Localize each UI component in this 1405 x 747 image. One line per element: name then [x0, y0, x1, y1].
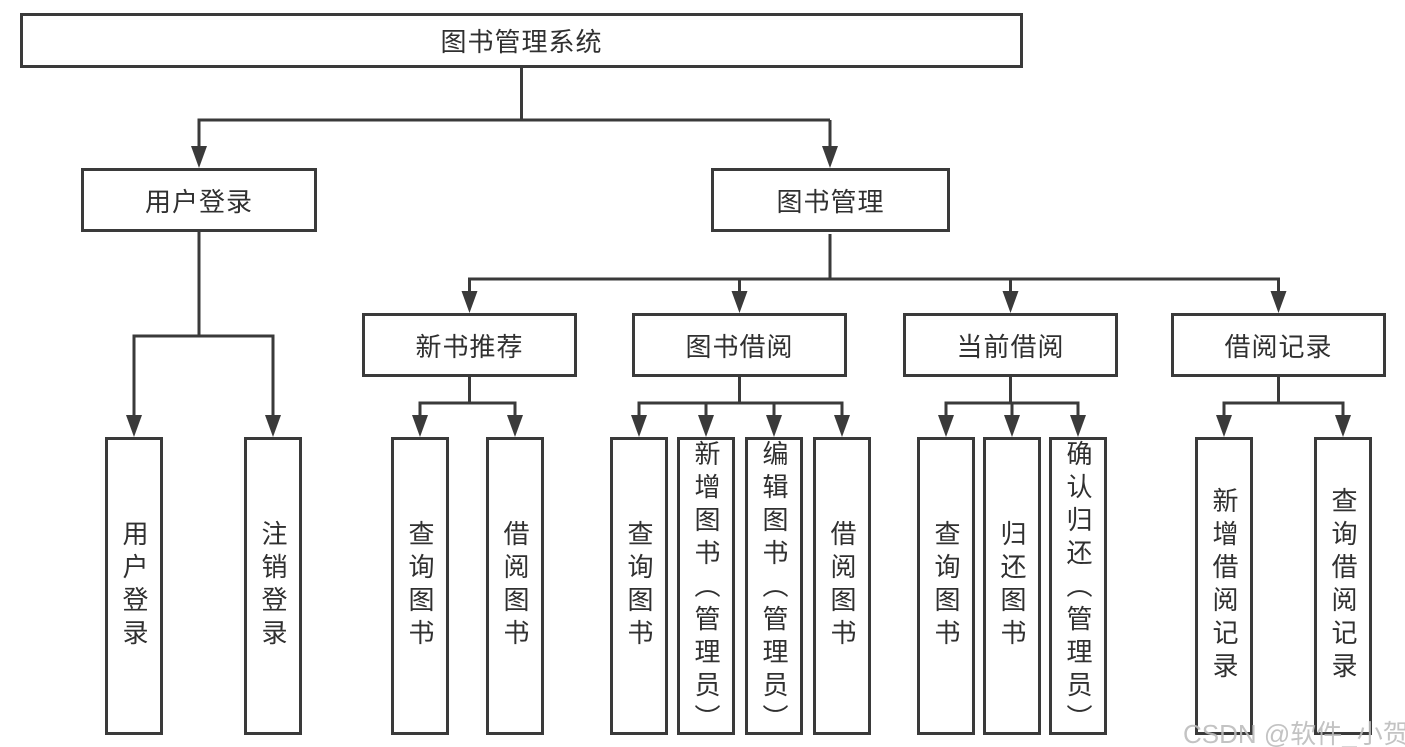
connector-user-login [132, 232, 275, 419]
node-book-management-label: 图书管理 [776, 186, 885, 217]
leaf-br-query-record-label: 查询借阅记录 [1328, 487, 1358, 685]
connector-new-book-recommend [418, 377, 517, 419]
leaf-bb-borrow-book: 借阅图书 [813, 437, 871, 735]
arrowhead-bb-query-book [631, 415, 647, 437]
leaf-user-login-label: 用户登录 [119, 520, 149, 652]
leaf-cb-return-book-label: 归还图书 [997, 520, 1027, 652]
leaf-br-add-record-label: 新增借阅记录 [1209, 487, 1239, 685]
arrowhead-bb-borrow-book [834, 415, 850, 437]
node-current-borrow: 当前借阅 [903, 313, 1118, 377]
leaf-bb-query-book: 查询图书 [610, 437, 668, 735]
leaf-cb-return-book: 归还图书 [983, 437, 1041, 735]
arrowhead-new-book-recommend [461, 291, 478, 313]
node-book-management: 图书管理 [711, 168, 950, 232]
arrowhead-book-management [822, 146, 838, 168]
node-current-borrow-label: 当前借阅 [956, 331, 1065, 362]
node-root: 图书管理系统 [20, 13, 1023, 68]
leaf-logout-label: 注销登录 [258, 520, 288, 652]
connector-borrow-record [1222, 377, 1345, 419]
leaf-bb-query-book-label: 查询图书 [624, 520, 654, 652]
node-borrow-record-label: 借阅记录 [1224, 331, 1333, 362]
leaf-bb-edit-book-admin-label: 编辑图书（管理员） [759, 440, 789, 737]
arrowhead-br-query-record [1335, 415, 1351, 437]
arrowhead-bb-add-book [698, 415, 714, 437]
arrowhead-cb-return-book [1004, 415, 1020, 437]
connector-current-borrow [944, 377, 1080, 419]
leaf-br-query-record: 查询借阅记录 [1314, 437, 1372, 735]
arrowhead-leaf-user-login [126, 415, 142, 437]
leaf-bb-add-book-admin-label: 新增图书（管理员） [691, 440, 721, 737]
arrowhead-leaf-logout [265, 415, 281, 437]
leaf-cb-query-book: 查询图书 [917, 437, 975, 735]
node-user-login: 用户登录 [81, 168, 317, 232]
arrowhead-br-add-record [1216, 415, 1232, 437]
leaf-cb-confirm-return-admin-label: 确认归还（管理员） [1063, 440, 1093, 737]
node-user-login-label: 用户登录 [144, 186, 253, 217]
leaf-nb-query-book-label: 查询图书 [405, 520, 435, 652]
arrowhead-nb-borrow-book [507, 415, 523, 437]
csdn-watermark: CSDN @软件_小贺同学 [1183, 719, 1405, 747]
arrowhead-book-borrow [731, 291, 748, 313]
leaf-br-add-record: 新增借阅记录 [1195, 437, 1253, 735]
arrowhead-cb-confirm-return [1070, 415, 1086, 437]
leaf-bb-add-book-admin: 新增图书（管理员） [677, 437, 735, 737]
connector-book-management [468, 234, 1280, 295]
node-book-borrow-label: 图书借阅 [685, 331, 794, 362]
arrowhead-cb-query-book [938, 415, 954, 437]
node-root-label: 图书管理系统 [440, 27, 603, 57]
node-new-book-recommend-label: 新书推荐 [415, 331, 524, 362]
arrowhead-nb-query-book [412, 415, 428, 437]
leaf-user-login: 用户登录 [105, 437, 163, 735]
node-borrow-record: 借阅记录 [1171, 313, 1386, 377]
arrowhead-current-borrow [1002, 291, 1019, 313]
node-new-book-recommend: 新书推荐 [362, 313, 577, 377]
arrowhead-borrow-record [1270, 291, 1287, 313]
leaf-nb-borrow-book: 借阅图书 [486, 437, 544, 735]
leaf-nb-query-book: 查询图书 [391, 437, 449, 735]
arrowhead-bb-edit-book [766, 415, 782, 437]
connector-book-borrow [637, 377, 844, 419]
leaf-bb-edit-book-admin: 编辑图书（管理员） [745, 437, 803, 737]
connector-root [197, 66, 832, 150]
leaf-cb-confirm-return-admin: 确认归还（管理员） [1049, 437, 1107, 737]
arrowhead-user-login [191, 146, 207, 168]
leaf-bb-borrow-book-label: 借阅图书 [827, 520, 857, 652]
leaf-cb-query-book-label: 查询图书 [931, 520, 961, 652]
node-book-borrow: 图书借阅 [632, 313, 847, 377]
leaf-logout: 注销登录 [244, 437, 302, 735]
leaf-nb-borrow-book-label: 借阅图书 [500, 520, 530, 652]
